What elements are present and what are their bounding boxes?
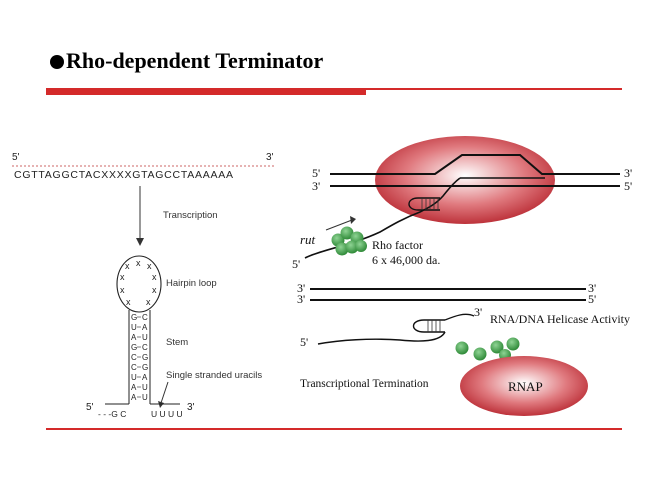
- loop-base: x: [136, 258, 141, 268]
- stem-base: C: [131, 363, 137, 372]
- bottom-rule: [46, 428, 622, 430]
- p2-five-prime-a: 5': [588, 292, 596, 306]
- stem-bonds: [137, 316, 141, 398]
- rnap-bubble-top: [375, 136, 555, 224]
- right-top-panel: 5' 3' 3' 5' rut Rho factor 6 x 46,000 da…: [292, 136, 632, 271]
- loop-base: x: [147, 261, 152, 271]
- rho-bead: [335, 242, 349, 256]
- rut-label: rut: [300, 232, 316, 247]
- uracils-label: Single stranded uracils: [166, 370, 262, 381]
- stem-label: Stem: [166, 337, 188, 348]
- dna-sequence: CGTTAGGCTACXXXXGTAGCCTAAAAAA: [14, 169, 234, 181]
- stem-base: U: [131, 323, 137, 332]
- stem-base: G: [131, 313, 137, 322]
- rho-size-label: 6 x 46,000 da.: [372, 253, 440, 267]
- loop-base: x: [146, 297, 151, 307]
- left-panel: 5' 3' CGTTAGGCTACXXXXGTAGCCTAAAAAA Trans…: [12, 152, 275, 419]
- stem-base: U: [142, 393, 148, 402]
- rnap-label: RNAP: [508, 379, 543, 394]
- dna-strand-top: [330, 154, 620, 175]
- p1-five-prime-a: 5': [312, 166, 320, 180]
- rho-bead: [355, 240, 367, 252]
- base-uuuu: U U U U: [151, 409, 183, 419]
- loop-base: x: [125, 261, 130, 271]
- base-five-prime: 5': [86, 402, 94, 413]
- stem-base: U: [142, 383, 148, 392]
- stem-base: G: [131, 343, 137, 352]
- p1-three-prime-a: 3': [624, 166, 632, 180]
- rho-bead: [490, 340, 504, 354]
- stem-base: G: [142, 363, 148, 372]
- slide-title: Rho-dependent Terminator: [66, 48, 324, 73]
- loop-base: x: [120, 285, 125, 295]
- hairpin-released-bonds: [427, 320, 441, 332]
- stem-base: U: [142, 333, 148, 342]
- seq-five-prime: 5': [12, 152, 20, 163]
- rho-bead: [345, 240, 359, 254]
- stem-base: A: [131, 383, 137, 392]
- title-underline: [46, 88, 622, 90]
- p1-five-prime-b: 5': [624, 179, 632, 193]
- right-bottom-panel: 3' 3' 3' 5' 3' 5' RNA/DNA Helicase Activ…: [297, 281, 630, 416]
- p2-three-prime-b: 3': [297, 292, 305, 306]
- loop-bases: x x x x x x x x x: [120, 258, 157, 307]
- rho-bead: [473, 347, 487, 361]
- rnap-released: [460, 356, 588, 416]
- stem-base: C: [142, 343, 148, 352]
- hairpin-loop: [116, 255, 162, 313]
- rho-hexamer: [331, 226, 367, 256]
- rna-hairpin-top: [408, 197, 440, 211]
- loop-base: x: [152, 272, 157, 282]
- p2-three-prime-rna: 3': [474, 305, 482, 319]
- base-three-prime: 3': [187, 402, 195, 413]
- p2-three-prime-a: 3': [297, 281, 305, 295]
- stem-base: U: [131, 373, 137, 382]
- rut-arrowhead-icon: [350, 216, 356, 224]
- stem-base: A: [131, 393, 137, 402]
- p2-five-prime-b: 5': [300, 335, 308, 349]
- loop-base: x: [120, 272, 125, 282]
- rho-bead: [340, 226, 354, 240]
- stem-base: C: [131, 353, 137, 362]
- rut-arrow: [325, 219, 353, 231]
- transcription-arrowhead-icon: [136, 238, 144, 246]
- rho-bead: [455, 341, 469, 355]
- p1-three-prime-b: 3': [312, 179, 320, 193]
- stem-base: A: [142, 323, 148, 332]
- loop-base: x: [152, 285, 157, 295]
- rna-transcript-released: [317, 331, 446, 345]
- rna-three-end: [444, 313, 475, 321]
- title-bullet-icon: [50, 55, 64, 69]
- hairpin-top-bonds: [421, 198, 439, 210]
- title-underline-accent: [46, 90, 366, 95]
- rho-factor-label: Rho factor: [372, 238, 423, 252]
- base-gc: - - -G C: [98, 409, 126, 419]
- stem-base: G: [142, 353, 148, 362]
- seq-three-prime: 3': [266, 152, 274, 163]
- hairpin-loop-label: Hairpin loop: [166, 278, 217, 289]
- p2-three-prime-c: 3': [588, 281, 596, 295]
- termination-label: Transcriptional Termination: [300, 378, 429, 390]
- p1-five-prime-c: 5': [292, 257, 300, 271]
- stem-base: A: [131, 333, 137, 342]
- stem-base: A: [142, 373, 148, 382]
- rho-bead: [506, 337, 520, 351]
- uracils-pointer: [160, 381, 169, 404]
- helicase-label: RNA/DNA Helicase Activity: [490, 312, 630, 326]
- stem-base: C: [142, 313, 148, 322]
- stem-pairs: G U A G C C U A A C A U C G G A U U: [131, 313, 148, 402]
- loop-base: x: [126, 297, 131, 307]
- rna-hairpin-released: [412, 319, 445, 333]
- transcription-label: Transcription: [163, 210, 218, 221]
